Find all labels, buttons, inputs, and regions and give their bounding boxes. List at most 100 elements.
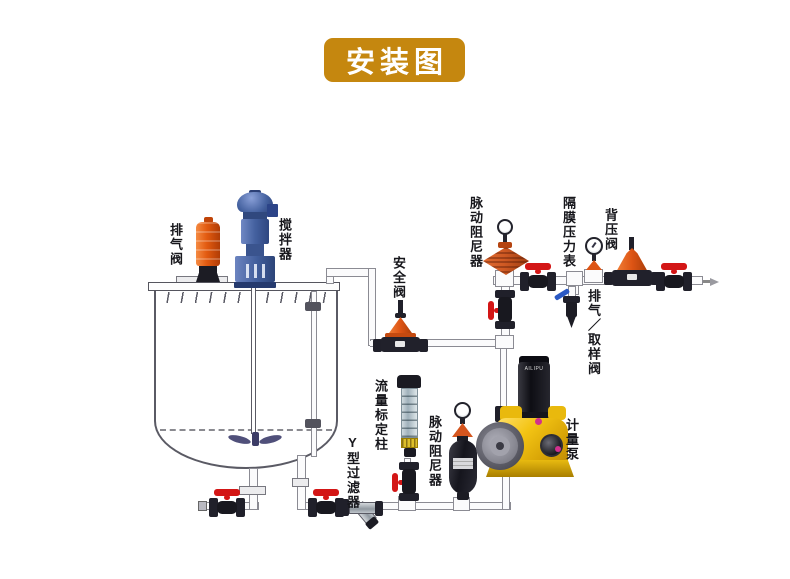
shape-part [592, 254, 596, 261]
damper-gauge-dial [454, 402, 471, 419]
shape-part [419, 339, 428, 352]
shape-part [335, 498, 344, 517]
pulsation-damper-top [477, 217, 535, 275]
shape-part [452, 423, 473, 437]
ball-valve-suction [308, 489, 344, 518]
agitator-shaft [251, 288, 256, 434]
shape-part [555, 446, 561, 452]
shape-part [494, 308, 501, 313]
shape-part [460, 418, 465, 424]
shape-part [369, 270, 375, 276]
shape-part [373, 339, 382, 352]
shape-part [328, 270, 333, 276]
label-exhaust-valve: 排气阀 [168, 223, 183, 267]
shape-part [227, 433, 252, 446]
shape-part [399, 462, 419, 470]
shape-part [375, 501, 383, 516]
shape-part [710, 278, 719, 286]
shape-part [236, 498, 245, 517]
label-safety-valve: 安全阀 [391, 256, 406, 300]
label-back-pressure-valve: 背压阀 [603, 208, 618, 252]
shape-part [519, 356, 549, 363]
shape-part [683, 272, 692, 291]
shape-part [566, 302, 577, 317]
shape-part [664, 275, 684, 288]
flow-calibration-column [392, 374, 426, 458]
shape-part [398, 480, 405, 485]
page-title: 安装图 [345, 47, 448, 79]
valve-discharge-riser [488, 290, 518, 330]
shape-part [498, 297, 512, 322]
shape-part [563, 296, 580, 303]
shape-part [241, 264, 269, 278]
y-strainer [340, 495, 384, 531]
dip-tube-union [305, 302, 321, 311]
shape-part [401, 438, 418, 448]
shape-part [204, 217, 213, 223]
shape-part [513, 412, 555, 421]
label-pulsation-damper-bottom: 脉动阻尼器 [427, 415, 442, 488]
shape-part [483, 247, 529, 261]
shape-part [388, 317, 413, 334]
shape-part [525, 263, 551, 270]
label-pulsation-damper-top: 脉动阻尼器 [468, 196, 483, 269]
shape-part [656, 272, 665, 291]
shape-part [488, 301, 494, 320]
safety-valve [373, 298, 428, 354]
shape-part [370, 341, 375, 346]
drain-flange [239, 486, 266, 495]
label-y-strainer: Y型过滤器 [345, 435, 360, 510]
shape-part [535, 269, 541, 274]
shape-part [196, 222, 220, 266]
pump-motor-label: AILIPU [524, 366, 544, 372]
tee-gauge-mount [584, 269, 603, 283]
ball-valve-discharge-2 [656, 263, 692, 292]
label-flow-calibration-column: 流量标定柱 [373, 379, 388, 452]
shape-part [453, 458, 473, 469]
tee-safety [495, 335, 514, 349]
valve-calibration-column [392, 462, 422, 502]
damper-gauge-dial [497, 219, 513, 235]
shape-part [316, 501, 336, 514]
shape-part [395, 313, 406, 318]
storage-tank [154, 291, 338, 469]
agitator-motor [234, 190, 278, 288]
ball-valve-discharge-1 [520, 263, 556, 292]
shape-part [395, 341, 405, 347]
shape-part [250, 503, 256, 509]
back-pressure-valve [604, 237, 660, 287]
dip-tube-union [305, 419, 321, 428]
title-badge: 安装图 [324, 38, 465, 82]
vent-sampling-valve [553, 286, 584, 330]
shape-part [586, 260, 602, 270]
drain-end-cap [198, 501, 207, 511]
shape-part [547, 272, 556, 291]
diaphragm-pressure-gauge [584, 237, 605, 271]
tee-sampling [566, 271, 583, 286]
shape-part [503, 234, 507, 243]
shape-part [498, 242, 512, 248]
shape-part [234, 282, 276, 288]
shape-part [661, 263, 687, 270]
shape-part [528, 275, 548, 288]
pipe-end-arrow [703, 278, 719, 286]
liquid-level-line [160, 429, 332, 431]
label-diaphragm-pressure-gauge: 隔膜压力表 [561, 196, 576, 269]
shape-part [214, 489, 240, 496]
shape-part [495, 321, 515, 329]
shape-part [243, 212, 267, 219]
shape-part [535, 418, 542, 425]
shape-part [199, 266, 217, 273]
pipe-return-riser [368, 268, 376, 346]
shape-part [323, 495, 329, 500]
outlet-union [292, 478, 309, 487]
metering-pump: AILIPU [476, 356, 574, 478]
shape-part [671, 269, 677, 274]
shape-part [496, 442, 504, 450]
shape-part [209, 498, 218, 517]
shape-part [495, 290, 515, 298]
shape-part [196, 273, 220, 282]
pump-motor [518, 362, 550, 414]
shape-part [629, 237, 634, 250]
